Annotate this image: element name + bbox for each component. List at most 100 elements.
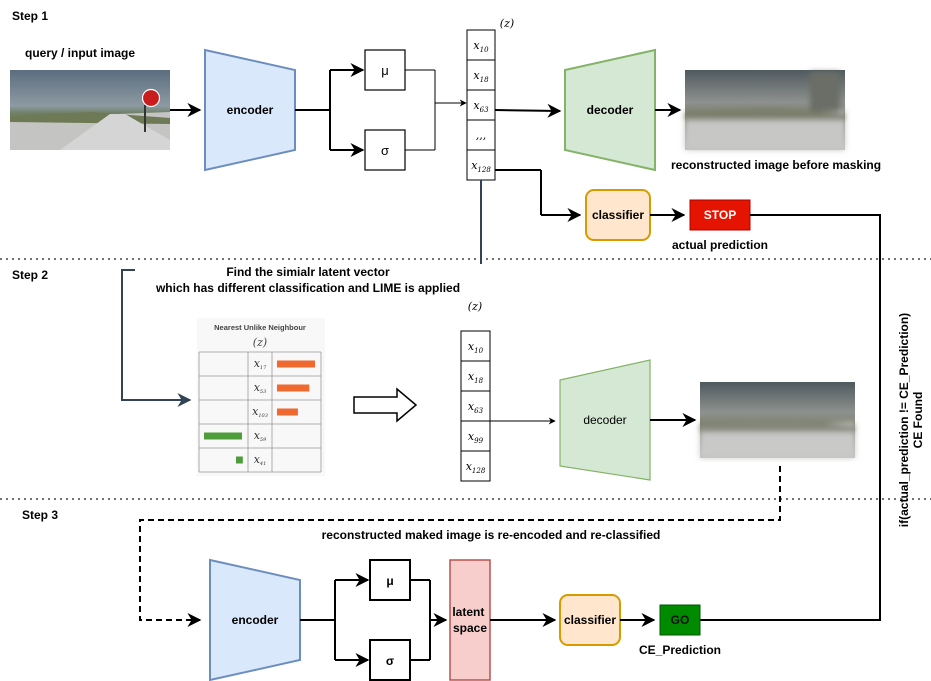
reconstructed-label: reconstructed image before masking (671, 158, 881, 172)
nun-feature-label: x17 (254, 357, 267, 371)
latent-cell-index: 10 (474, 347, 483, 355)
latent-cell (466, 149, 496, 181)
nun-weight-bar (236, 456, 243, 464)
nun-feature-base: x (252, 405, 259, 418)
classifier-label-2: classifier (564, 613, 616, 627)
input-image-label: query / input image (25, 46, 135, 60)
latent-cell (460, 390, 491, 422)
latent-cell-index: 128 (477, 166, 491, 174)
latent-cell-base: x (468, 400, 475, 413)
latent-cell (460, 450, 491, 482)
step-2-label: Step 2 (12, 268, 48, 282)
nearest-unlike-neighbour-table: Nearest Unlike Neighbour (z) x17x53x103x… (197, 318, 325, 476)
nun-feature-base: x (254, 453, 261, 466)
nun-feature-label: x59 (254, 429, 267, 443)
latent-space-line1: latent (452, 605, 484, 619)
latent-cell (466, 29, 496, 61)
latent-cell-base: x (468, 430, 475, 443)
reencode-connector (139, 466, 781, 627)
latent-cell-index: 63 (480, 106, 489, 114)
ce-prediction-label: CE_Prediction (639, 643, 721, 657)
transform-arrow-icon (353, 387, 418, 423)
nun-weight-bar (277, 360, 315, 368)
reencode-note: reconstructed maked image is re-encoded … (322, 528, 661, 542)
nun-note-line2: which has different classification and L… (155, 281, 460, 295)
latent-space-label: latent space (452, 605, 487, 635)
nun-search-connector (121, 180, 482, 407)
mu-label-2: μ (386, 574, 393, 588)
latent-cell-label: x63 (468, 400, 484, 415)
nun-z-label: (z) (253, 336, 267, 349)
latent-space-line2: space (453, 621, 487, 635)
nun-title: Nearest Unlike Neighbour (214, 323, 306, 332)
connector (494, 103, 562, 118)
latent-cell-base: x (468, 370, 475, 383)
nun-weight-bar (204, 432, 242, 440)
nun-feature-label: x53 (254, 381, 267, 395)
latent-cell-label: x128 (471, 159, 491, 174)
latent-cell-label: x10 (473, 39, 489, 54)
latent-z-label: (z) (500, 17, 514, 30)
latent-cell (460, 420, 491, 452)
note-background (135, 264, 485, 296)
latent-cell-label: x63 (473, 99, 489, 114)
latent-space-block (449, 559, 491, 681)
nun-feature-index: 41 (259, 461, 266, 467)
decoder-label-2: decoder (583, 413, 626, 427)
decoder-block-1 (564, 48, 656, 172)
step-3-label: Step 3 (22, 508, 58, 522)
encoder-block-2 (209, 558, 301, 681)
latent-z-label-2: (z) (468, 300, 482, 313)
latent-cell (466, 119, 496, 151)
actual-prediction-label: actual prediction (672, 238, 768, 252)
nun-feature-index: 17 (260, 365, 267, 371)
latent-cell-label: x128 (466, 460, 486, 475)
mu-box (364, 49, 406, 91)
reconstructed-image-2 (700, 382, 855, 458)
latent-cell-base: x (468, 340, 475, 353)
sigma-label: σ (381, 143, 389, 158)
latent-cell-label: x99 (468, 430, 484, 445)
latent-cell-index: 18 (480, 76, 489, 84)
nun-feature-label: x103 (252, 405, 268, 419)
latent-cell-base: x (473, 39, 480, 52)
note-background (318, 527, 666, 543)
feedback-line (700, 214, 881, 621)
latent-cell-label: x18 (473, 69, 489, 84)
ce-found-text: CE Found (911, 392, 925, 449)
nun-feature-label: x41 (254, 453, 267, 467)
stop-sign-icon (141, 88, 161, 108)
latent-cell-base: x (471, 159, 478, 172)
latent-cell-base: x (473, 69, 480, 82)
latent-cell (460, 360, 491, 392)
latent-cell-label: x18 (468, 370, 484, 385)
encoder-block (204, 48, 296, 172)
latent-cell-index: 18 (474, 377, 483, 385)
go-prediction-text: GO (671, 613, 690, 627)
go-prediction-badge (659, 604, 701, 636)
latent-cell-label: x10 (468, 340, 484, 355)
latent-cell (460, 330, 491, 362)
reconstructed-image-1 (685, 70, 845, 150)
latent-cell (466, 59, 496, 91)
latent-cell-index: 10 (480, 46, 489, 54)
decoder-label-1: decoder (587, 103, 634, 117)
mu-box-2 (369, 559, 411, 601)
encoder-label: encoder (227, 103, 274, 117)
ce-condition-text: if(actual_prediction != CE_Prediction) (897, 313, 911, 527)
decoder-block-2 (559, 359, 651, 481)
nun-feature-index: 59 (260, 437, 267, 443)
nun-feature-base: x (254, 429, 261, 442)
latent-cell (466, 89, 496, 121)
input-road-image (10, 70, 170, 150)
latent-cell-index: 63 (474, 407, 483, 415)
mu-label: μ (381, 63, 389, 78)
classifier-label-1: classifier (592, 208, 644, 222)
nun-weight-bar (277, 408, 298, 416)
ce-found-label: if(actual_prediction != CE_Prediction) C… (897, 313, 925, 527)
latent-cell-base: x (466, 460, 473, 473)
nun-feature-index: 103 (258, 413, 268, 419)
